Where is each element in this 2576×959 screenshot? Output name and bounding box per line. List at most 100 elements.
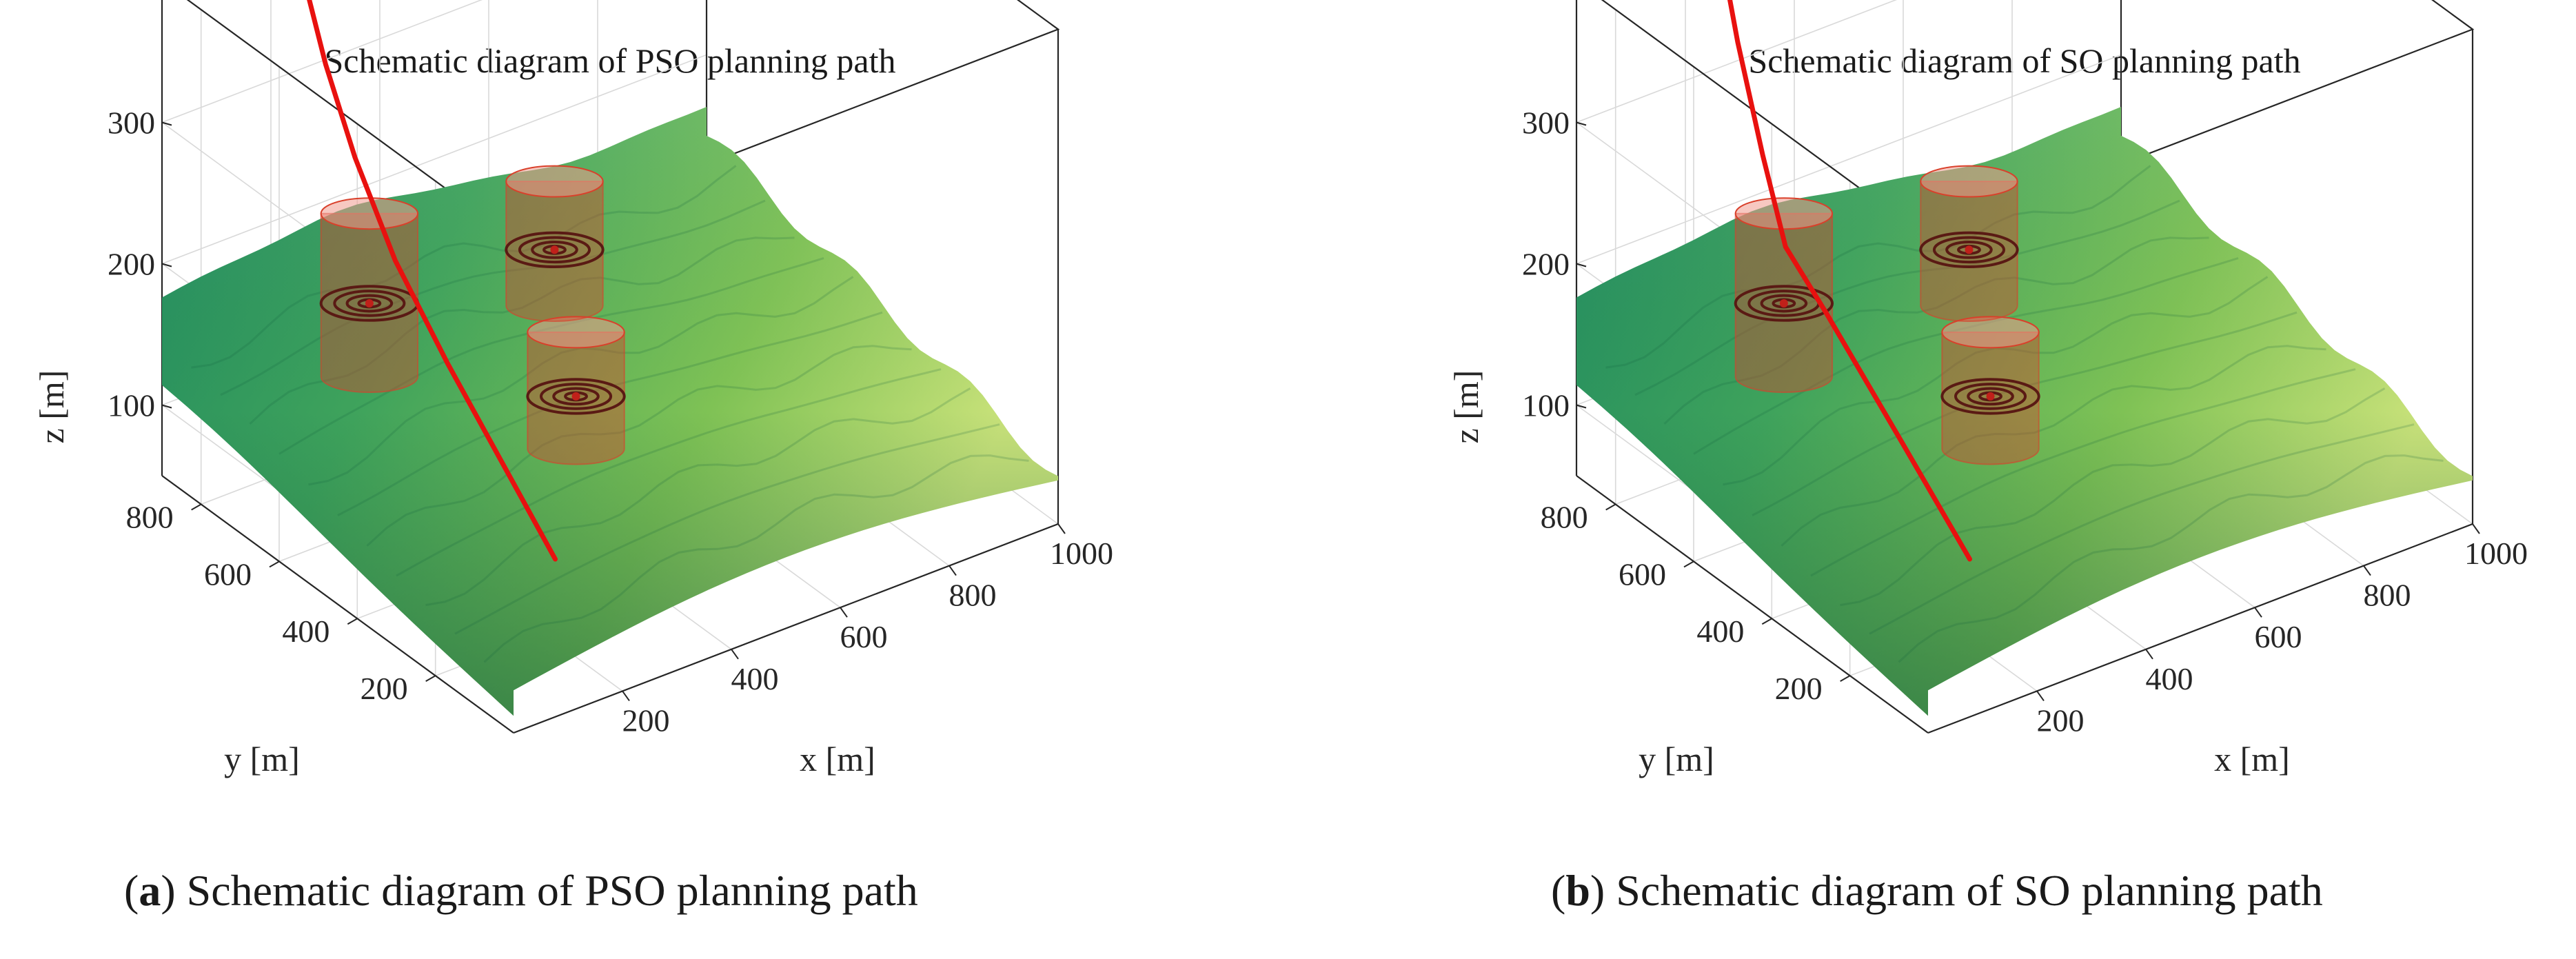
panel-a: Schematic diagram of PSO planning path 1… — [32, 0, 1113, 778]
y-tick-label: 800 — [1541, 499, 1588, 534]
y-tick-label: 200 — [1775, 671, 1823, 706]
threat-ring — [1932, 236, 2006, 264]
x-tick-label: 200 — [622, 703, 670, 738]
x-tick — [2472, 523, 2480, 534]
z-tick — [1576, 121, 1587, 126]
path-line — [307, 0, 558, 562]
z-tick-label: 300 — [108, 105, 155, 141]
threat-ring — [505, 231, 605, 269]
y-tick — [1840, 675, 1851, 682]
z-tick-label: 300 — [1522, 105, 1570, 141]
y-tick — [1761, 618, 1772, 625]
threat-ring — [1760, 294, 1808, 313]
y-tick-label: 800 — [126, 499, 174, 534]
threat-ring — [1954, 383, 2027, 410]
y-tick-label: 200 — [361, 671, 408, 706]
caption-b: (b) Schematic diagram of SO planning pat… — [1551, 866, 2323, 915]
threat-ring — [518, 236, 591, 264]
caption-b-text: Schematic diagram of SO planning path — [1616, 866, 2323, 915]
threat-ring — [333, 290, 406, 317]
terrain-ridge — [1810, 368, 2356, 577]
threat-ring — [1734, 285, 1834, 322]
terrain-shade — [1576, 107, 2473, 716]
z-tick-label: 100 — [1522, 388, 1570, 423]
x-tick-label: 1000 — [1050, 536, 1113, 571]
y-axis-label: y [m] — [1639, 740, 1714, 778]
z-axis-label: z [m] — [32, 370, 71, 444]
terrain-ridge — [454, 423, 1000, 635]
threat-cylinders — [1734, 165, 2040, 465]
cylinder-top — [320, 197, 419, 230]
x-tick — [1057, 523, 1066, 534]
x-tick-label: 400 — [731, 661, 779, 696]
y-tick-label: 400 — [282, 614, 329, 649]
terrain-shade — [162, 107, 1058, 716]
threat-ring — [526, 378, 626, 415]
threat-ring — [552, 387, 600, 406]
z-axis-label: z [m] — [1447, 370, 1485, 444]
terrain-ridge — [1663, 236, 2209, 425]
axis-ticks: 1002003004002004006008001000200400600800 — [1522, 105, 2528, 738]
x-axis-line — [513, 523, 1059, 734]
x-tick-label: 400 — [2146, 661, 2193, 696]
y-tick-label: 600 — [204, 556, 252, 592]
threat-center — [1779, 299, 1788, 307]
x-tick-label: 200 — [2037, 703, 2085, 738]
threat-ring — [1919, 231, 2019, 269]
x-tick-label: 800 — [2364, 578, 2411, 613]
x-tick — [949, 565, 957, 576]
threat-ring — [1967, 387, 2014, 406]
terrain-ridge — [366, 345, 912, 547]
x-axis-label: x [m] — [2214, 740, 2290, 778]
terrain-ridge — [220, 199, 766, 396]
cylinder-top — [1734, 197, 1834, 230]
y-tick — [347, 618, 358, 625]
z-tick — [161, 263, 172, 267]
terrain-surface — [1576, 107, 2473, 716]
caption-a-label: a — [139, 866, 161, 915]
z-tick — [1576, 404, 1587, 409]
threat-cylinder — [1919, 165, 2019, 322]
y-axis-label: y [m] — [224, 740, 300, 778]
x-tick-label: 600 — [840, 619, 888, 654]
z-tick-label: 200 — [108, 247, 155, 282]
x-axis-line — [1927, 523, 2473, 734]
planning-path — [1727, 0, 1972, 562]
x-axis-label: x [m] — [800, 740, 875, 778]
terrain-ridge — [191, 165, 737, 369]
z-tick-label: 200 — [1522, 247, 1570, 282]
terrain-ridge — [1781, 345, 2326, 547]
z-tick-label: 100 — [108, 388, 155, 423]
terrain-ridge — [1605, 165, 2151, 369]
threat-ring — [539, 383, 613, 410]
terrain-ridge — [1634, 199, 2180, 396]
panel-title: Schematic diagram of PSO planning path — [324, 41, 895, 80]
cylinder-top — [1941, 316, 2040, 349]
terrain-ridge — [1869, 423, 2415, 635]
cylinder-top — [505, 165, 604, 198]
x-tick-label: 600 — [2255, 619, 2302, 654]
threat-center — [571, 392, 580, 401]
y-tick — [269, 561, 280, 568]
x-tick — [840, 607, 848, 618]
caption-a-text: Schematic diagram of PSO planning path — [186, 866, 918, 915]
terrain-ridge — [249, 236, 795, 425]
x-tick — [2145, 649, 2153, 660]
y-tick — [191, 503, 202, 511]
terrain-ridge — [337, 311, 883, 516]
terrain-ridge — [396, 368, 942, 577]
x-tick — [2254, 607, 2262, 618]
cylinder-top — [1920, 165, 2018, 198]
threat-center — [550, 245, 559, 254]
x-tick-label: 800 — [949, 578, 997, 613]
threat-cylinder — [505, 165, 605, 322]
terrain-ridge — [1898, 454, 2444, 663]
axis-ticks: 1002003004002004006008001000200400600800 — [108, 105, 1113, 738]
y-tick — [425, 675, 436, 682]
panel-b: Schematic diagram of SO planning path 10… — [1447, 0, 2528, 778]
panel-title: Schematic diagram of SO planning path — [1748, 41, 2300, 80]
terrain-surface — [162, 107, 1058, 716]
y-tick — [1605, 503, 1616, 511]
threat-center — [365, 299, 374, 307]
